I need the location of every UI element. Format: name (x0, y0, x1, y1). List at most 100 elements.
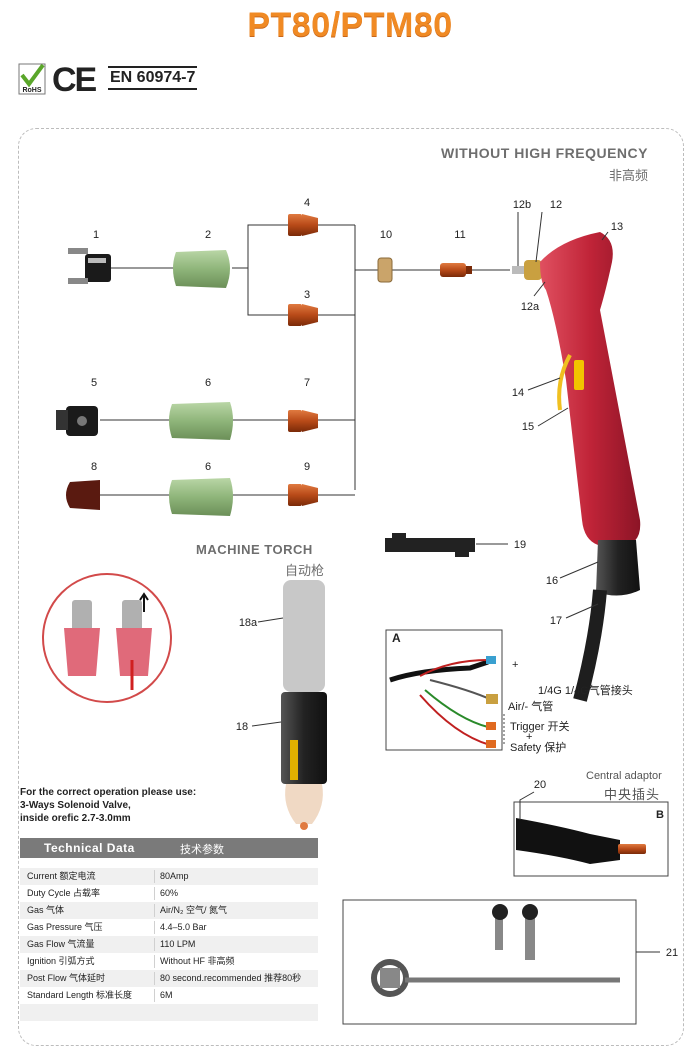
part-8-cap (66, 480, 100, 510)
part-number-label: 8 (91, 461, 97, 473)
table-row: Ignition 引弧方式 Without HF 非高频 (20, 953, 318, 970)
leader-18 (251, 721, 282, 727)
part-1-retaining-cap (68, 248, 111, 284)
consumable-detail-circle (42, 573, 172, 703)
part-number-label: 15 (522, 421, 534, 433)
part-number-label: 3 (304, 289, 310, 301)
part-number-label: 4 (304, 197, 310, 209)
inset-a-plus-top: + (512, 659, 518, 671)
spec-key: Post Flow 气体延时 (27, 973, 106, 983)
spec-value: Without HF 非高频 (160, 956, 235, 966)
spec-value: 80 second.recommended 推荐80秒 (160, 973, 302, 983)
table-row: Gas Pressure 气压 4.4–5.0 Bar (20, 919, 318, 936)
technical-data-title: Technical Data (44, 841, 135, 855)
part-19-wrench (385, 533, 508, 557)
part-number-label: 18 (236, 721, 248, 733)
spec-key: Gas Flow 气流量 (27, 939, 95, 949)
technical-data-title-cn: 技术参数 (180, 844, 224, 856)
part-number-label: 13 (611, 221, 623, 233)
connector-lines (100, 224, 510, 496)
table-row: Current 额定电流 80Amp (20, 868, 318, 885)
part-number-label: 14 (512, 387, 524, 399)
part-11-nozzle (440, 263, 472, 277)
table-row: Gas 气体 Air/N₂ 空气/ 氮气 (20, 902, 318, 919)
spec-value: 60% (160, 888, 179, 898)
rohs-label: RoHS (22, 87, 41, 94)
inset-a-wires (389, 656, 498, 748)
part-number-label: 18a (239, 617, 258, 629)
part-10-swirl-ring (377, 257, 393, 283)
diagram-frame (18, 128, 684, 1046)
diagram-heading: WITHOUT HIGH FREQUENCY (441, 145, 648, 161)
part-number-label: 12 (550, 199, 562, 211)
note-line: inside orefic 2.7-3.0mm (20, 813, 131, 824)
inset-a-trigger: Trigger 开关 (510, 719, 570, 733)
note-line: 3-Ways Solenoid Valve, (20, 800, 131, 811)
ce-mark: CE (52, 61, 97, 99)
part-number-label: 12b (513, 199, 531, 211)
part-number-label: 11 (454, 229, 465, 241)
leader-20 (519, 791, 535, 820)
machine-torch-label-cn: 自动枪 (285, 563, 325, 578)
table-row: Gas Flow 气流量 110 LPM (20, 936, 318, 953)
hand-torch (512, 232, 641, 702)
central-adaptor (516, 818, 646, 864)
inset-b-letter: B (656, 809, 664, 821)
spec-value: 110 LPM (160, 939, 196, 949)
torch-leaders (517, 211, 609, 619)
part-number-label: 10 (380, 229, 392, 241)
central-adaptor-label: Central adaptor (586, 770, 662, 782)
spec-key: Standard Length 标准长度 (27, 990, 133, 1000)
table-row: Post Flow 气体延时 80 second.recommended 推荐8… (20, 970, 318, 987)
inset-a-gas-fitting: 1/4G 1/4G气管接头 (538, 683, 633, 697)
part-6-shield (169, 402, 233, 440)
standard-label: EN 60974-7 (108, 66, 198, 90)
part-3-electrode (288, 304, 318, 326)
inset-a-safety: Safety 保护 (510, 740, 566, 754)
machine-torch-label: MACHINE TORCH (196, 542, 313, 557)
table-row: Standard Length 标准长度 6M (20, 987, 318, 1004)
spec-key: Gas Pressure 气压 (27, 922, 103, 932)
part-2-shield (173, 250, 230, 288)
part-number-label: 12a (521, 301, 540, 313)
spec-value: Air/N₂ 空气/ 氮气 (160, 905, 227, 915)
part-number-label: 6 (205, 461, 211, 473)
spec-value: 80Amp (160, 871, 189, 881)
part-7-nozzle (288, 410, 318, 432)
spec-key: Ignition 引弧方式 (27, 956, 95, 966)
operation-note: For the correct operation please use: 3-… (20, 786, 240, 825)
inset-a-plus-mid: + (526, 731, 532, 743)
note-line: For the correct operation please use: (20, 787, 197, 798)
spec-value: 6M (160, 990, 173, 1000)
inset-a-air: Air/- 气管 (508, 699, 553, 713)
part-number-label: 9 (304, 461, 310, 473)
rohs-check-icon: RoHS (18, 63, 46, 95)
diagram-heading-cn: 非高频 (608, 168, 648, 183)
part-number-label: 1 (93, 229, 99, 241)
part-number-label: 17 (550, 615, 562, 627)
part-6-shield-2 (169, 478, 233, 516)
part-number-label: 2 (205, 229, 211, 241)
part-9-nozzle (288, 484, 318, 506)
part-number-label: 20 (534, 779, 546, 791)
part-number-label: 16 (546, 575, 558, 587)
page-title: PT80/PTM80 (247, 6, 453, 44)
technical-data-table: Current 额定电流 80Amp Duty Cycle 占载率 60% Ga… (20, 868, 318, 1021)
part-number-label: 19 (514, 539, 526, 551)
inset-a-box (385, 629, 503, 751)
part-21-circle-guide (371, 904, 620, 997)
part-number-label: 21 (666, 947, 678, 959)
machine-torch (281, 580, 327, 830)
part-number-label: 7 (304, 377, 310, 389)
table-row: Duty Cycle 占载率 60% (20, 885, 318, 902)
part-5-drag-cap (56, 406, 98, 436)
part-number-label: 6 (205, 377, 211, 389)
central-adaptor-label-cn: 中央插头 (604, 787, 661, 802)
spec-key: Duty Cycle 占载率 (27, 888, 101, 898)
spec-key: Current 额定电流 (27, 871, 96, 881)
technical-data-header: Technical Data 技术参数 (20, 838, 318, 858)
part-4-electrode (288, 214, 318, 236)
spec-value: 4.4–5.0 Bar (160, 922, 207, 932)
leader-18a (257, 617, 284, 623)
